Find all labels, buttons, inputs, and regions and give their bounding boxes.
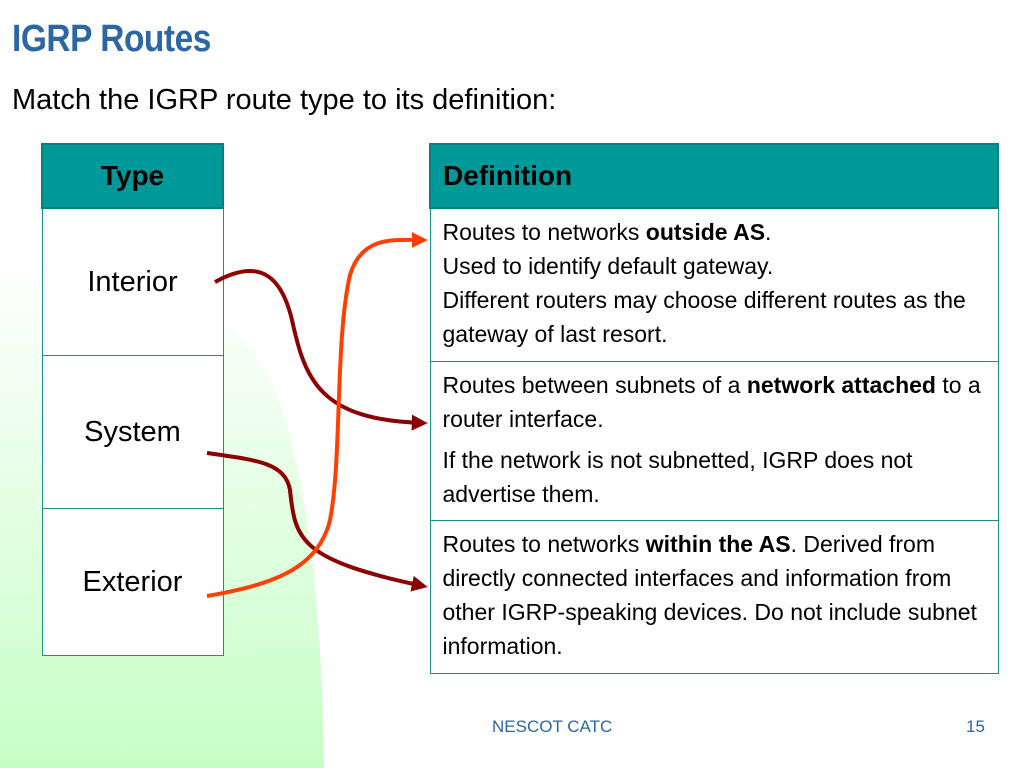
- definition-header: Definition: [429, 143, 999, 209]
- type-cell-exterior: Exterior: [41, 508, 224, 656]
- definition-cell-3: Routes to networks within the AS. Derive…: [429, 520, 999, 674]
- def2-line2: If the network is not subnetted, IGRP do…: [442, 447, 913, 507]
- def3-text-c: . Derived from directly connected interf…: [442, 531, 977, 659]
- slide-subtitle: Match the IGRP route type to its definit…: [12, 84, 557, 116]
- type-table: Type Interior System Exterior: [41, 143, 224, 656]
- def1-text-bold: outside AS: [645, 219, 766, 245]
- def3-text-bold: within the AS: [645, 531, 791, 557]
- slide-title: IGRP Routes: [12, 18, 211, 60]
- definition-cell-2: Routes between subnets of a network atta…: [429, 361, 999, 521]
- def3-text-a: Routes to networks: [442, 531, 646, 557]
- definition-cell-1: Routes to networks outside AS. Used to i…: [429, 207, 999, 362]
- def1-text-c: .: [765, 219, 772, 245]
- def1-text-a: Routes to networks: [442, 219, 646, 245]
- def2-text-c: to a router interface.: [442, 372, 981, 432]
- page-number: 15: [966, 717, 985, 736]
- definition-table: Definition Routes to networks outside AS…: [429, 143, 999, 674]
- def1-line2: Used to identify default gateway.: [442, 253, 774, 279]
- def2-text-bold: network attached: [746, 372, 936, 398]
- def2-text-a: Routes between subnets of a: [442, 372, 747, 398]
- type-cell-system: System: [41, 355, 224, 509]
- def1-line3: Different routers may choose different r…: [442, 287, 966, 347]
- type-header: Type: [41, 143, 224, 209]
- type-cell-interior: Interior: [41, 207, 224, 356]
- footer-text: NESCOT CATC: [492, 717, 613, 736]
